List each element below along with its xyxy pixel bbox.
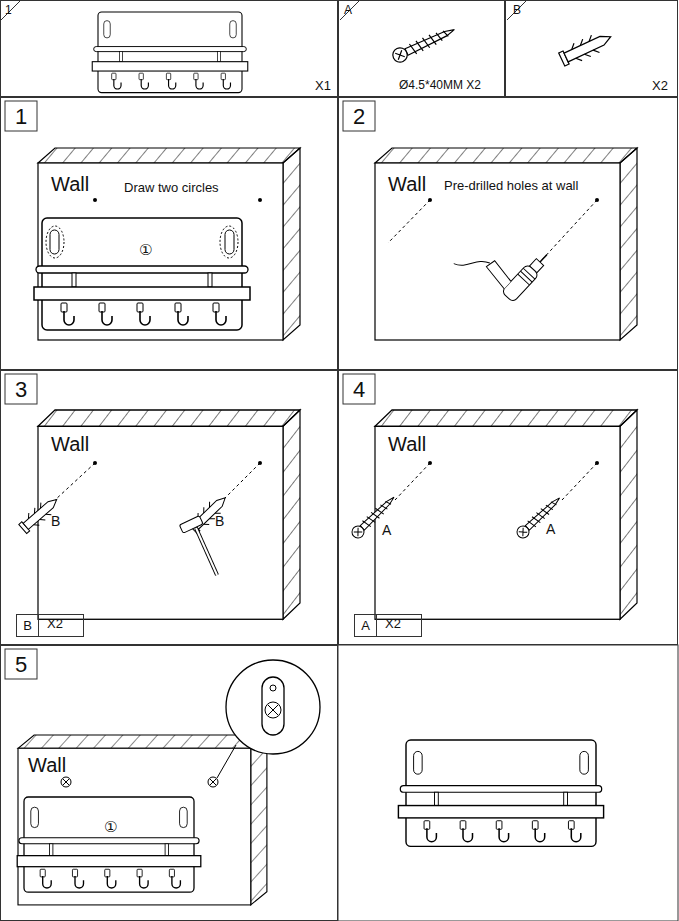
- anchor: [17, 493, 61, 535]
- step-number: 3: [15, 378, 27, 402]
- part-spec: Ø4.5*40MM X2: [399, 79, 481, 92]
- parts-cell: A Ø4.5*40MM X2: [338, 0, 505, 97]
- wall-label: Wall: [388, 433, 426, 455]
- wall: [38, 410, 300, 619]
- part-letter: B: [215, 514, 224, 529]
- step-number: 5: [15, 653, 27, 677]
- screw-icon: [390, 23, 457, 64]
- parts-cell: B X2: [505, 0, 678, 97]
- guide-line: [395, 463, 597, 500]
- quantity: X1: [315, 79, 331, 93]
- leader-line: [217, 745, 236, 778]
- quantity: X2: [652, 79, 668, 93]
- callout-number: ①: [139, 242, 152, 259]
- part-letter: B: [513, 4, 521, 17]
- panel: [338, 645, 678, 921]
- step-panel: 5Wall ①: [0, 645, 338, 921]
- step-number: 1: [15, 105, 27, 129]
- wall: [18, 735, 267, 905]
- screw: [350, 493, 399, 541]
- corner-mark: [507, 1, 526, 20]
- corner-number: 1: [5, 4, 12, 17]
- instruction-text: Pre-drilled holes at wall: [444, 179, 578, 193]
- wall-label: Wall: [388, 173, 426, 195]
- step-number: 4: [353, 378, 365, 402]
- step-panel: 1Wall Draw two circles ①: [0, 97, 338, 370]
- callout-number: ①: [104, 819, 117, 836]
- part-letter: A: [546, 522, 555, 537]
- instruction-text: Draw two circles: [124, 181, 219, 195]
- screw: [515, 494, 564, 541]
- wall-label: Wall: [28, 754, 66, 776]
- shelf-icon: [92, 12, 248, 93]
- shelf-result: [398, 740, 603, 846]
- wall-label: Wall: [51, 173, 89, 195]
- quantity: X2: [385, 617, 401, 631]
- corner-mark: [1, 1, 20, 20]
- guide-line: [55, 463, 260, 500]
- step-panel: 2Wall Pre-drilled holes at wall: [338, 97, 678, 370]
- shelf: [17, 797, 201, 892]
- quantity-box: A X2: [354, 614, 422, 637]
- drill-line: [388, 200, 597, 262]
- part-letter: B: [51, 514, 60, 529]
- quantity-box: B X2: [16, 614, 84, 637]
- hammer: [179, 516, 217, 575]
- hole-mark: [258, 198, 262, 202]
- hole-mark: [93, 198, 97, 202]
- wall: [375, 410, 637, 619]
- step-panel: 4WallA A A X2: [338, 370, 678, 645]
- wall: [375, 148, 637, 340]
- part-letter: A: [382, 523, 391, 538]
- part-letter: A: [355, 615, 377, 636]
- part-letter: B: [17, 615, 39, 636]
- shelf: [34, 218, 250, 330]
- part-letter: A: [344, 4, 352, 17]
- step-panel: 3WallB B B X2: [0, 370, 338, 645]
- drawn-circle: [46, 226, 238, 258]
- step-number: 2: [353, 105, 365, 129]
- quantity: X2: [47, 617, 63, 631]
- parts-cell: 1X1: [0, 0, 338, 97]
- drill: [454, 212, 553, 311]
- anchor-icon: [558, 28, 615, 68]
- corner-mark: [340, 1, 359, 20]
- screw-head: [61, 777, 218, 787]
- detail-callout: [226, 660, 320, 754]
- wall-label: Wall: [51, 433, 89, 455]
- step-box: [5, 101, 375, 679]
